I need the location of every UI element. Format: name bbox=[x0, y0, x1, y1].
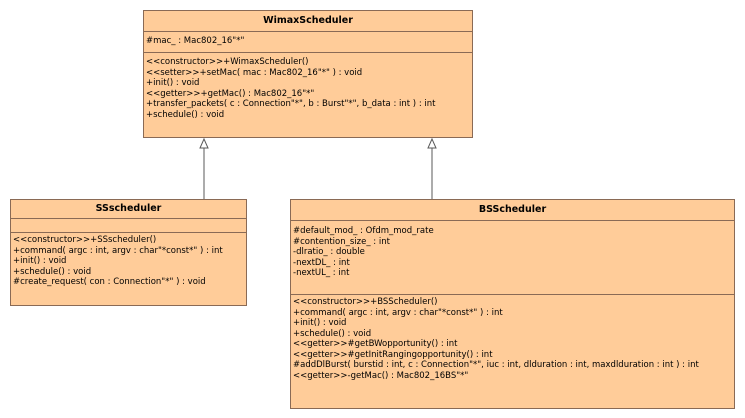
attributes-section: #mac_ : Mac802_16"*" bbox=[144, 32, 472, 53]
attribute-member: -dlratio_ : double bbox=[293, 247, 365, 257]
operation-member: +schedule() : void bbox=[146, 109, 225, 120]
attributes-section: #default_mod_ : Ofdm_mod_rate#contention… bbox=[291, 221, 734, 295]
operation-member: <<getter>>+getMac() : Mac802_16"*" bbox=[146, 88, 315, 99]
operations-section: <<constructor>>+WimaxScheduler()<<setter… bbox=[144, 53, 472, 121]
operation-member: <<constructor>>+BSScheduler() bbox=[293, 297, 438, 307]
class-wimax-scheduler[interactable]: WimaxScheduler #mac_ : Mac802_16"*" <<co… bbox=[143, 10, 473, 138]
operation-member: +transfer_packets( c : Connection"*", b … bbox=[146, 99, 436, 109]
class-ss-scheduler[interactable]: SSscheduler <<constructor>>+SSscheduler(… bbox=[10, 199, 247, 306]
operation-member: <<constructor>>+WimaxScheduler() bbox=[146, 57, 309, 67]
operation-member: <<getter>>#getInitRangingopportunity() :… bbox=[293, 349, 493, 360]
operation-member: +init() : void bbox=[293, 318, 347, 328]
class-bs-scheduler[interactable]: BSScheduler #default_mod_ : Ofdm_mod_rat… bbox=[290, 199, 735, 409]
operations-section: <<constructor>>+BSScheduler()+command( a… bbox=[291, 295, 734, 382]
operation-member: +schedule() : void bbox=[293, 328, 372, 339]
attribute-member: #contention_size_ : int bbox=[293, 236, 390, 247]
attribute-member: -nextDL_ : int bbox=[293, 257, 350, 268]
attributes-section bbox=[11, 219, 246, 233]
attribute-member: #mac_ : Mac802_16"*" bbox=[146, 36, 245, 46]
operation-member: +command( argc : int, argv : char"*const… bbox=[293, 307, 503, 318]
operation-member: <<setter>>+setMac( mac : Mac802_16"*" ) … bbox=[146, 67, 363, 78]
operation-member: +command( argc : int, argv : char"*const… bbox=[13, 245, 223, 256]
operation-member: +init() : void bbox=[146, 78, 200, 88]
class-name: WimaxScheduler bbox=[144, 11, 472, 32]
inheritance-arrowhead-bs bbox=[427, 137, 437, 149]
attribute-member: -nextUL_ : int bbox=[293, 268, 350, 278]
class-name: BSScheduler bbox=[291, 200, 734, 221]
operation-member: #addDlBurst( burstid : int, c : Connecti… bbox=[293, 360, 699, 370]
operation-member: <<constructor>>+SSscheduler() bbox=[13, 235, 157, 245]
attribute-member: #default_mod_ : Ofdm_mod_rate bbox=[293, 226, 434, 236]
operation-member: <<getter>>-getMac() : Mac802_16BS"*" bbox=[293, 370, 469, 381]
operation-member: #create_request( con : Connection"*" ) :… bbox=[13, 277, 206, 287]
operations-section: <<constructor>>+SSscheduler()+command( a… bbox=[11, 233, 246, 289]
inheritance-arrowhead-ss bbox=[199, 137, 209, 149]
operation-member: +init() : void bbox=[13, 256, 67, 266]
operation-member: +schedule() : void bbox=[13, 266, 92, 277]
operation-member: <<getter>>#getBWopportunity() : int bbox=[293, 339, 458, 349]
class-name: SSscheduler bbox=[11, 200, 246, 219]
